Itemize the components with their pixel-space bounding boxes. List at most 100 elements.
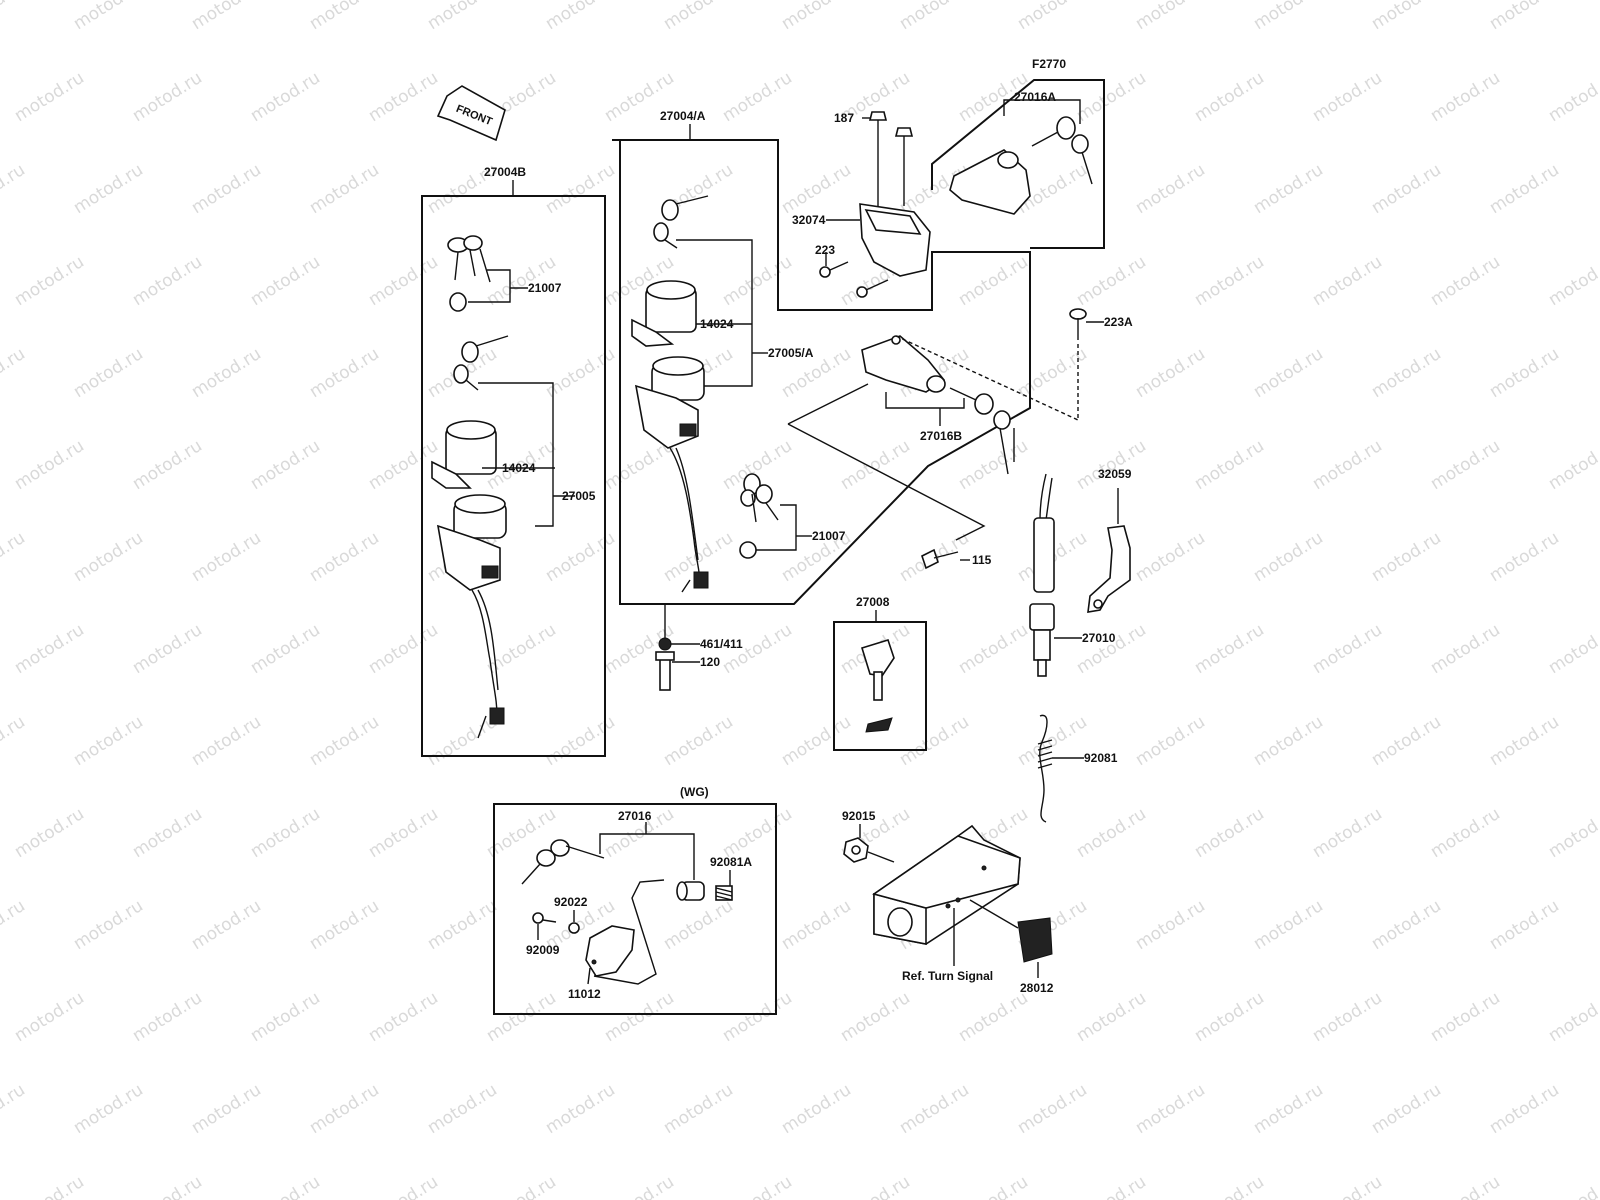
- watermark-text: motod.ru: [1309, 804, 1386, 862]
- watermark-text: motod.ru: [1191, 68, 1268, 126]
- watermark-text: motod.ru: [1545, 252, 1600, 310]
- lock-housing-icon: [861, 335, 946, 393]
- label-27010: 27010: [1082, 631, 1116, 645]
- washer-icon: [658, 637, 672, 651]
- watermark-text: motod.ru: [1073, 620, 1150, 678]
- bracket-icon: [859, 203, 931, 277]
- watermark-text: motod.ru: [542, 0, 619, 34]
- label-92081a: 92081A: [710, 855, 752, 869]
- watermark-text: motod.ru: [70, 344, 147, 402]
- watermark-text: motod.ru: [955, 252, 1032, 310]
- key-pair-icon: [653, 195, 709, 249]
- watermark-text: motod.ru: [70, 896, 147, 954]
- watermark-text: motod.ru: [0, 0, 29, 34]
- label-27016b: 27016B: [920, 429, 962, 443]
- watermark-text: motod.ru: [837, 436, 914, 494]
- watermark-text: motod.ru: [1014, 344, 1091, 402]
- watermark-text: motod.ru: [1191, 436, 1268, 494]
- watermark-text: motod.ru: [955, 1172, 1032, 1200]
- watermark-text: motod.ru: [188, 528, 265, 586]
- label-461-411: 461/411: [700, 637, 743, 651]
- watermark-text: motod.ru: [0, 528, 29, 586]
- watermark-text: motod.ru: [365, 68, 442, 126]
- watermark-text: motod.ru: [1191, 804, 1268, 862]
- watermark-text: motod.ru: [247, 68, 324, 126]
- ignition-switch-assembly-icon: [436, 494, 507, 739]
- watermark-text: motod.ru: [129, 68, 206, 126]
- watermark-text: motod.ru: [247, 252, 324, 310]
- label-120: 120: [700, 655, 720, 669]
- watermark-text: motod.ru: [1427, 68, 1504, 126]
- watermark-text: motod.ru: [719, 68, 796, 126]
- lock-housing-icon: [949, 149, 1031, 215]
- watermark-text: motod.ru: [1132, 0, 1209, 34]
- watermark-text: motod.ru: [542, 712, 619, 770]
- watermark-text: motod.ru: [1368, 896, 1445, 954]
- watermark-text: motod.ru: [1132, 712, 1209, 770]
- watermark-text: motod.ru: [306, 344, 383, 402]
- watermark-text: motod.ru: [778, 712, 855, 770]
- watermark-text: motod.ru: [1191, 252, 1268, 310]
- ignition-switch-body-icon: [631, 280, 697, 347]
- watermark-text: motod.ru: [719, 1172, 796, 1200]
- watermark-text: motod.ru: [1486, 1080, 1563, 1138]
- bracket-icon: [1087, 525, 1131, 613]
- turn-signal-bracket-icon: [872, 824, 1021, 945]
- label-27005: 27005: [562, 489, 596, 503]
- key-blank-icon: [861, 639, 895, 733]
- group-27016-wg: (WG) 27016 92081A 92022 92009: [493, 785, 777, 1015]
- watermark-text: motod.ru: [1427, 252, 1504, 310]
- watermark-text: motod.ru: [11, 988, 88, 1046]
- watermark-text: motod.ru: [1545, 620, 1600, 678]
- watermark-text: motod.ru: [1486, 344, 1563, 402]
- watermark-text: motod.ru: [660, 712, 737, 770]
- group-27004a-frame: [612, 139, 1031, 605]
- label-21007-mid: 21007: [812, 529, 846, 543]
- watermark-text: motod.ru: [1427, 1172, 1504, 1200]
- label-92081: 92081: [1084, 751, 1118, 765]
- bolt-icon: [921, 548, 959, 570]
- watermark-text: motod.ru: [837, 1172, 914, 1200]
- watermark-text: motod.ru: [1073, 252, 1150, 310]
- brake-light-switch-icon: [1029, 473, 1055, 677]
- watermark-text: motod.ru: [483, 620, 560, 678]
- watermark-text: motod.ru: [188, 344, 265, 402]
- label-223a: 223A: [1104, 315, 1133, 329]
- watermark-text: motod.ru: [837, 988, 914, 1046]
- group-27004a: 27004/A 14024 27005/A: [612, 109, 1031, 605]
- watermark-text: motod.ru: [11, 804, 88, 862]
- watermark-text: motod.ru: [1427, 804, 1504, 862]
- watermark-text: motod.ru: [1250, 896, 1327, 954]
- label-32074: 32074: [792, 213, 826, 227]
- watermark-text: motod.ru: [1309, 68, 1386, 126]
- watermark-text: motod.ru: [1368, 160, 1445, 218]
- watermark-text: motod.ru: [1545, 1172, 1600, 1200]
- label-223: 223: [815, 243, 835, 257]
- watermark-text: motod.ru: [542, 1080, 619, 1138]
- watermark-text: motod.ru: [129, 1172, 206, 1200]
- watermark-text: motod.ru: [247, 988, 324, 1046]
- group-27004b: 27004B 21007 14024: [421, 165, 606, 757]
- watermark-text: motod.ru: [1250, 528, 1327, 586]
- watermark-text: motod.ru: [778, 160, 855, 218]
- watermark-text: motod.ru: [188, 896, 265, 954]
- watermark-text: motod.ru: [601, 988, 678, 1046]
- bolt-icon: [868, 111, 888, 206]
- watermark-text: motod.ru: [365, 436, 442, 494]
- watermark-text: motod.ru: [1073, 68, 1150, 126]
- watermark-text: motod.ru: [778, 0, 855, 34]
- label-27008: 27008: [856, 595, 890, 609]
- front-arrow-icon: FRONT: [436, 85, 506, 142]
- watermark-text: motod.ru: [1250, 344, 1327, 402]
- watermark-text: motod.ru: [1368, 712, 1445, 770]
- watermark-text: motod.ru: [660, 1080, 737, 1138]
- watermark-text: motod.ru: [424, 1080, 501, 1138]
- watermark-text: motod.ru: [129, 436, 206, 494]
- watermark-text: motod.ru: [306, 528, 383, 586]
- watermark-text: motod.ru: [1132, 344, 1209, 402]
- watermark-text: motod.ru: [1368, 528, 1445, 586]
- label-11012: 11012: [568, 987, 601, 1001]
- watermark-text: motod.ru: [129, 620, 206, 678]
- watermark-text: motod.ru: [1486, 0, 1563, 34]
